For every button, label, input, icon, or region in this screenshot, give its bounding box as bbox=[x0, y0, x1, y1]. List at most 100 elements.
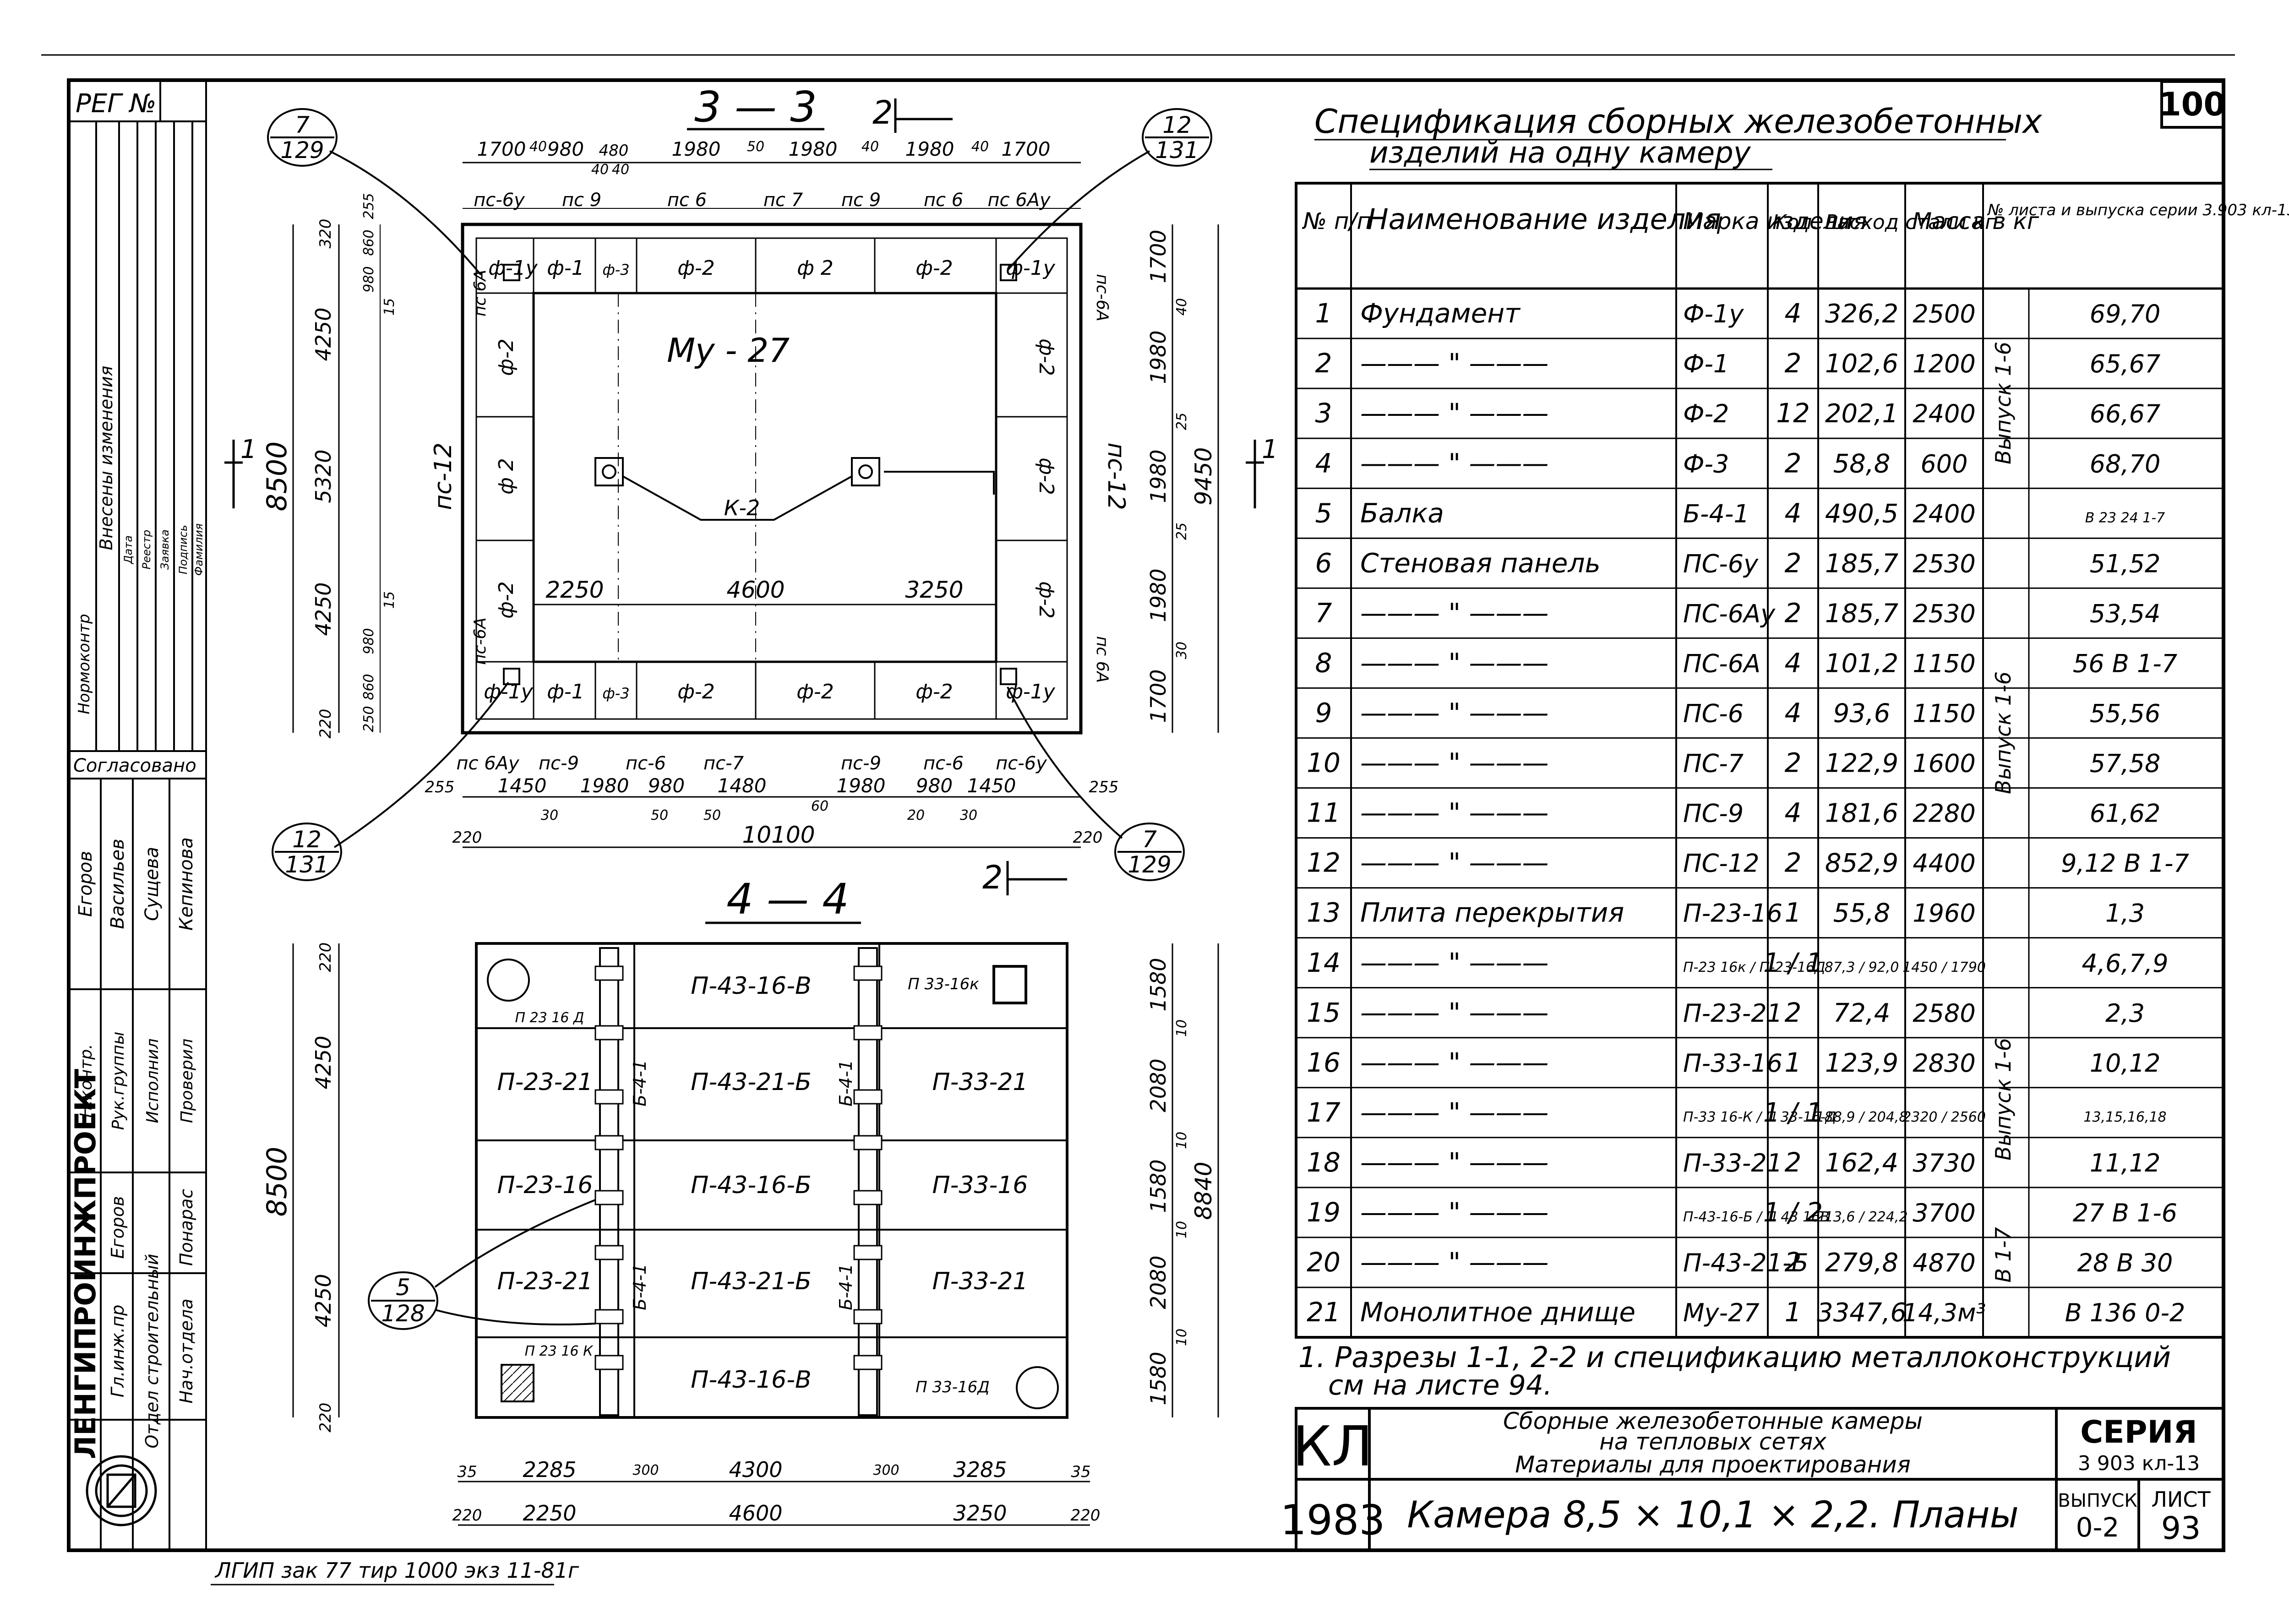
spec-cell: 8 bbox=[1315, 647, 1332, 678]
spec-cell: 61,62 bbox=[2090, 799, 2161, 828]
spec-cell: 2 bbox=[1785, 547, 1802, 578]
svg-text:30: 30 bbox=[960, 807, 977, 823]
svg-text:2285: 2285 bbox=[523, 1457, 576, 1482]
svg-text:35: 35 bbox=[457, 1463, 477, 1481]
svg-text:2080: 2080 bbox=[1146, 1058, 1171, 1112]
svg-text:пс 6Ау: пс 6Ау bbox=[987, 190, 1051, 211]
svg-text:1980: 1980 bbox=[1146, 568, 1171, 622]
svg-text:Масса в кг: Масса в кг bbox=[1912, 208, 2039, 234]
svg-text:1980: 1980 bbox=[789, 138, 838, 160]
spec-cell: 57,58 bbox=[2090, 749, 2161, 778]
svg-text:300: 300 bbox=[873, 1462, 899, 1478]
beam-blocks bbox=[594, 965, 883, 1370]
svg-text:ф-2: ф-2 bbox=[1035, 581, 1058, 619]
spec-cell: ——— " ——— bbox=[1360, 1097, 1549, 1128]
svg-text:ф 2: ф 2 bbox=[797, 256, 834, 280]
svg-text:8500: 8500 bbox=[261, 1147, 293, 1217]
org-name: ЛЕНГИПРОИНЖПРОЕКТ bbox=[69, 1069, 102, 1459]
spec-cell: 7 bbox=[1315, 597, 1332, 628]
svg-text:№ п/п: № п/п bbox=[1302, 208, 1372, 234]
agreed-names: Егоров Васильев Сущева Кепинова bbox=[75, 837, 197, 931]
svg-text:50: 50 bbox=[747, 139, 764, 155]
svg-text:пс-12: пс-12 bbox=[1102, 442, 1130, 510]
svg-text:ф-2: ф-2 bbox=[916, 680, 953, 703]
svg-text:255: 255 bbox=[361, 193, 377, 219]
svg-text:пс 7: пс 7 bbox=[763, 190, 803, 211]
svg-text:2250: 2250 bbox=[523, 1501, 576, 1526]
svg-text:Н.контр.: Н.контр. bbox=[77, 1044, 96, 1117]
svg-text:40: 40 bbox=[529, 139, 547, 155]
svg-text:ф-1у: ф-1у bbox=[488, 256, 538, 280]
spec-cell: 4870 bbox=[1913, 1248, 1975, 1277]
spec-cell: ——— " ——— bbox=[1360, 747, 1549, 779]
svg-text:ф-2: ф-2 bbox=[1035, 458, 1058, 495]
svg-text:пс 6Ау: пс 6Ау bbox=[456, 753, 520, 774]
spec-cell: 490,5 bbox=[1825, 499, 1898, 529]
spec-cell: 2 bbox=[1785, 1147, 1802, 1178]
svg-text:220: 220 bbox=[316, 1403, 335, 1433]
svg-text:Кепинова: Кепинова bbox=[176, 837, 197, 931]
spec-cell: 162,4 bbox=[1825, 1148, 1898, 1178]
spec-cell: 66,67 bbox=[2090, 399, 2161, 428]
spec-cell: П-43-16-Б / П 43 16В bbox=[1683, 1209, 1830, 1225]
svg-text:Гл.инж.пр: Гл.инж.пр bbox=[108, 1305, 128, 1397]
agreed-label: Согласовано bbox=[73, 755, 196, 776]
tb-sheet-title: Камера 8,5 × 10,1 × 2,2. Планы bbox=[1407, 1493, 2019, 1536]
svg-text:12: 12 bbox=[292, 826, 322, 853]
spec-cell: 14,3м³ bbox=[1902, 1298, 1986, 1327]
svg-text:Егоров: Егоров bbox=[108, 1196, 128, 1259]
spec-cell: 1150 bbox=[1913, 649, 1975, 678]
spec-cell: ПС-6 bbox=[1683, 699, 1744, 728]
spec-cell: 202,1 bbox=[1825, 399, 1898, 429]
svg-text:980: 980 bbox=[547, 138, 584, 160]
side-change-cols: Дата Реестр Заявка Подпись Фамилия bbox=[122, 523, 205, 576]
svg-text:2: 2 bbox=[982, 859, 1003, 896]
spec-cell: 213,6 / 224,2 bbox=[1816, 1209, 1908, 1225]
spec-cell: 1 / 2 bbox=[1763, 1197, 1823, 1228]
svg-text:4250: 4250 bbox=[311, 1274, 336, 1327]
spec-cell: 185,7 bbox=[1825, 599, 1899, 628]
svg-text:40: 40 bbox=[971, 139, 989, 155]
svg-text:П-43-21-Б: П-43-21-Б bbox=[691, 1068, 811, 1096]
side-strip bbox=[68, 79, 207, 1551]
svg-text:10: 10 bbox=[1174, 1221, 1190, 1238]
svg-text:10: 10 bbox=[1174, 1019, 1190, 1037]
note: 1. Разрезы 1-1, 2-2 и спецификацию метал… bbox=[1298, 1341, 2171, 1401]
svg-text:ф-2: ф-2 bbox=[916, 256, 953, 280]
spec-cell: 11 bbox=[1307, 797, 1341, 828]
spec-cell: 185,7 bbox=[1825, 549, 1899, 578]
svg-text:1450: 1450 bbox=[967, 774, 1016, 797]
spec-cell: 12 bbox=[1776, 398, 1810, 429]
plan-3-3-title: 3 — 3 bbox=[694, 82, 817, 131]
svg-text:255: 255 bbox=[425, 778, 455, 796]
svg-text:изделий на одну камеру: изделий на одну камеру bbox=[1369, 136, 1751, 170]
spec-cell: 1200 bbox=[1913, 349, 1975, 378]
svg-text:пс 6А: пс 6А bbox=[471, 270, 490, 316]
svg-text:П 33-16Д: П 33-16Д bbox=[916, 1378, 990, 1396]
plan-3-3: 3 — 3 2 bbox=[224, 82, 1278, 896]
svg-text:Отдел строительный: Отдел строительный bbox=[142, 1254, 162, 1449]
spec-cell: 1150 bbox=[1913, 699, 1975, 728]
svg-text:П-43-16-В: П-43-16-В bbox=[691, 1366, 811, 1394]
spec-cell: 1960 bbox=[1913, 899, 1975, 928]
spec-cell: 16 bbox=[1307, 1047, 1341, 1078]
spec-cell: Б-4-1 bbox=[1683, 499, 1749, 528]
svg-text:4600: 4600 bbox=[726, 577, 785, 603]
svg-text:1700: 1700 bbox=[477, 138, 526, 160]
svg-text:131: 131 bbox=[1155, 137, 1199, 163]
foundations-sides: ф-2 ф 2 ф-2 ф-2 ф-2 ф-2 bbox=[495, 338, 1058, 619]
spec-cell: Балка bbox=[1360, 497, 1444, 529]
svg-text:1. Разрезы 1-1, 2-2 и специфик: 1. Разрезы 1-1, 2-2 и спецификацию метал… bbox=[1298, 1341, 2171, 1374]
svg-text:Рук.группы: Рук.группы bbox=[109, 1032, 128, 1130]
svg-text:980: 980 bbox=[361, 628, 377, 654]
reg-label: РЕГ № bbox=[76, 89, 156, 119]
svg-text:1450: 1450 bbox=[498, 774, 547, 797]
spec-cell: 58,8 bbox=[1833, 449, 1891, 479]
spec-cell: ——— " ——— bbox=[1360, 1147, 1549, 1178]
svg-text:1700: 1700 bbox=[1146, 229, 1171, 283]
tb-description: Сборные железобетонные камеры на тепловы… bbox=[1503, 1408, 1923, 1478]
svg-text:Егоров: Егоров bbox=[75, 851, 96, 917]
gutter-k2: К-2 bbox=[724, 496, 760, 520]
spec-cell: 1,3 bbox=[2105, 899, 2145, 928]
spec-cell: ——— " ——— bbox=[1360, 1197, 1549, 1228]
